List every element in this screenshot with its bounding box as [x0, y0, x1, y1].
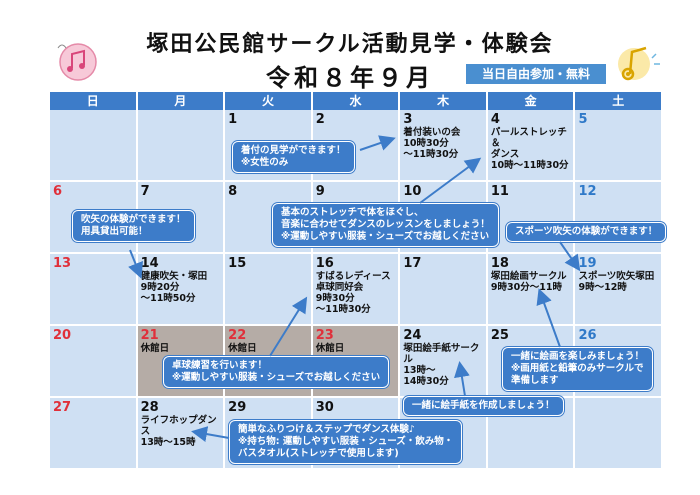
day-cell: 11 [487, 182, 576, 254]
sports-fukiya-bubble: スポーツ吹矢の体験ができます！ [506, 222, 667, 242]
page-title: 塚田公民館サークル活動見学・体験会 [146, 32, 554, 57]
day-cell: 12 [575, 182, 662, 254]
day-events: 休館日 [140, 343, 170, 354]
day-number: 18 [490, 256, 509, 271]
day-cell: 5 [575, 110, 662, 182]
day-number: 12 [578, 184, 597, 199]
weekday-thu: 木 [400, 92, 488, 110]
weekday-header: 日 月 火 水 木 金 土 [50, 92, 662, 110]
music-note-badge-icon [57, 43, 97, 81]
day-number: 5 [578, 112, 588, 127]
day-events: 着付装いの会 10時30分 ～11時30分 [403, 127, 461, 160]
day-events: 休館日 [228, 343, 257, 354]
weekday-wed: 水 [312, 92, 401, 110]
weekday-sat: 土 [575, 92, 662, 110]
day-number: 20 [53, 328, 72, 343]
fukiya-bubble: 吹矢の体験ができます！ 用具貸出可能！ [72, 210, 195, 242]
day-events: ライフホップダンス 13時～15時 [140, 415, 217, 448]
day-number: 17 [403, 256, 422, 271]
kitsuke-bubble: 着付の見学ができます！ ※女性のみ [232, 141, 355, 173]
day-number: 4 [490, 112, 500, 127]
day-number: 11 [490, 184, 509, 199]
day-number: 7 [140, 184, 150, 199]
kaiga-bubble: 一緒に絵画を楽しみましょう！ ※画用紙と鉛筆のみサークルで 準備します [502, 347, 654, 391]
day-number: 1 [228, 112, 238, 127]
weekday-mon: 月 [137, 92, 226, 110]
day-cell: 13 [50, 254, 138, 326]
day-events: スポーツ吹矢塚田 9時～12時 [578, 271, 655, 293]
day-number: 19 [578, 256, 597, 271]
day-events: 健康吹矢・塚田 9時20分 ～11時50分 [140, 271, 208, 304]
weekday-sun: 日 [50, 92, 138, 110]
etegami-bubble: 一緒に絵手紙を作成しましょう！ [403, 396, 564, 416]
takkyu-bubble: 卓球練習を行います！ ※運動しやすい服装・シューズでお越しください [163, 356, 390, 388]
page-subtitle: 令和８年９月 [266, 64, 434, 92]
day-number: 15 [228, 256, 247, 271]
day-number: 24 [403, 328, 422, 343]
day-number: 13 [53, 256, 72, 271]
stretch-bubble: 基本のストレッチで体をほぐし、 音楽に合わせてダンスのレッスンをしましょう！ ※… [272, 203, 499, 247]
day-events: パールストレッチ＆ ダンス 10時～11時30分 [490, 127, 569, 171]
music-note-yellow-icon [618, 46, 660, 81]
day-cell [575, 398, 662, 470]
day-number: 29 [228, 400, 247, 415]
day-number: 10 [403, 184, 422, 199]
day-number: 30 [315, 400, 334, 415]
day-number: 28 [140, 400, 159, 415]
day-cell [137, 110, 226, 182]
dance-bubble: 簡単なふりつけ＆ステップでダンス体験♪ ※持ち物: 運動しやすい服装・シューズ・… [229, 420, 463, 464]
day-number: 25 [490, 328, 509, 343]
day-number: 23 [315, 328, 334, 343]
day-number: 2 [315, 112, 325, 127]
day-events: 塚田絵手紙サークル 13時～ 14時30分 [403, 343, 480, 387]
day-events: 休館日 [315, 343, 345, 354]
day-events: すばるレディース 卓球同好会 9時30分 ～11時30分 [315, 271, 391, 315]
day-cell: 15 [225, 254, 313, 326]
weekday-tue: 火 [225, 92, 313, 110]
day-number: 27 [53, 400, 72, 415]
day-events: 塚田絵画サークル 9時30分～11時 [490, 271, 567, 293]
day-cell: 27 [50, 398, 138, 470]
day-number: 8 [228, 184, 238, 199]
day-number: 21 [140, 328, 159, 343]
free-participation-badge: 当日自由参加・無料 [466, 64, 606, 84]
day-number: 3 [403, 112, 413, 127]
day-cell [50, 110, 138, 182]
day-cell: 20 [50, 326, 138, 398]
day-number: 22 [228, 328, 247, 343]
day-number: 16 [315, 256, 334, 271]
day-number: 6 [53, 184, 63, 199]
day-number: 9 [315, 184, 325, 199]
day-number: 26 [578, 328, 597, 343]
day-number: 14 [140, 256, 159, 271]
weekday-fri: 金 [487, 92, 576, 110]
day-cell: 17 [400, 254, 488, 326]
header: 塚田公民館サークル活動見学・体験会 令和８年９月 当日自由参加・無料 [0, 0, 700, 92]
